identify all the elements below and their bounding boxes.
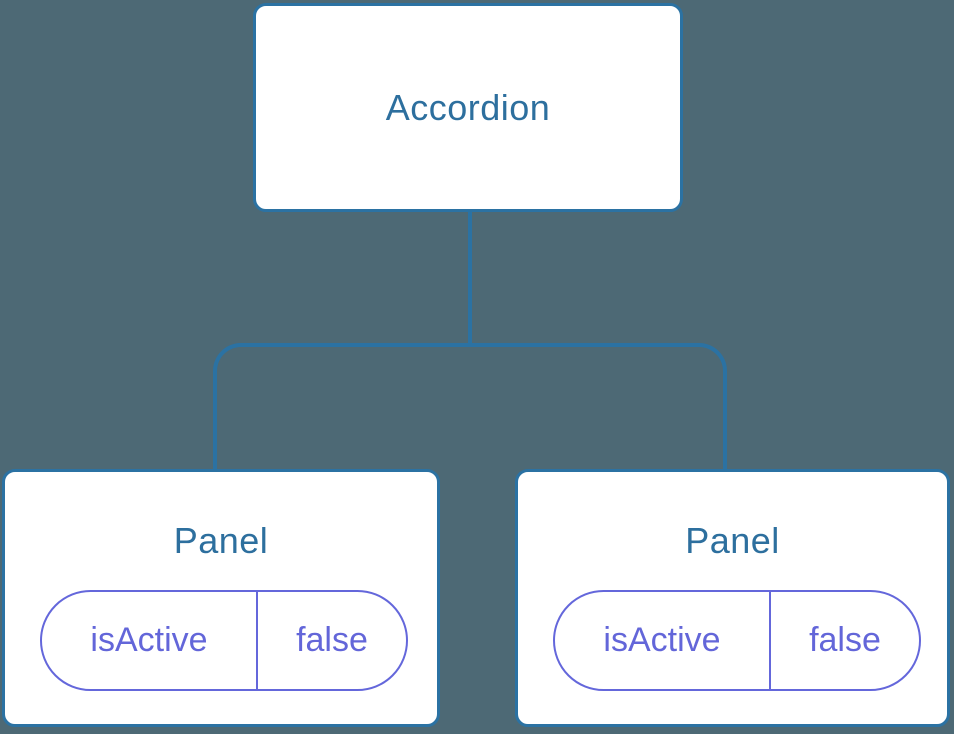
node-accordion: Accordion <box>253 3 683 212</box>
state-pill-left: isActive false <box>40 590 408 691</box>
state-pill-right: isActive false <box>553 590 921 691</box>
connector-stem <box>468 211 472 347</box>
node-panel-left-label: Panel <box>173 520 269 561</box>
node-panel-left: Panel isActive false <box>2 469 440 727</box>
node-accordion-label: Accordion <box>385 86 551 128</box>
node-panel-right-label: Panel <box>685 520 780 561</box>
state-name: isActive <box>90 621 208 659</box>
state-value: false <box>256 592 406 689</box>
state-value: false <box>769 592 919 689</box>
state-name: isActive <box>603 621 721 659</box>
node-panel-right: Panel isActive false <box>515 469 950 727</box>
connector-branch-bracket <box>213 343 727 469</box>
